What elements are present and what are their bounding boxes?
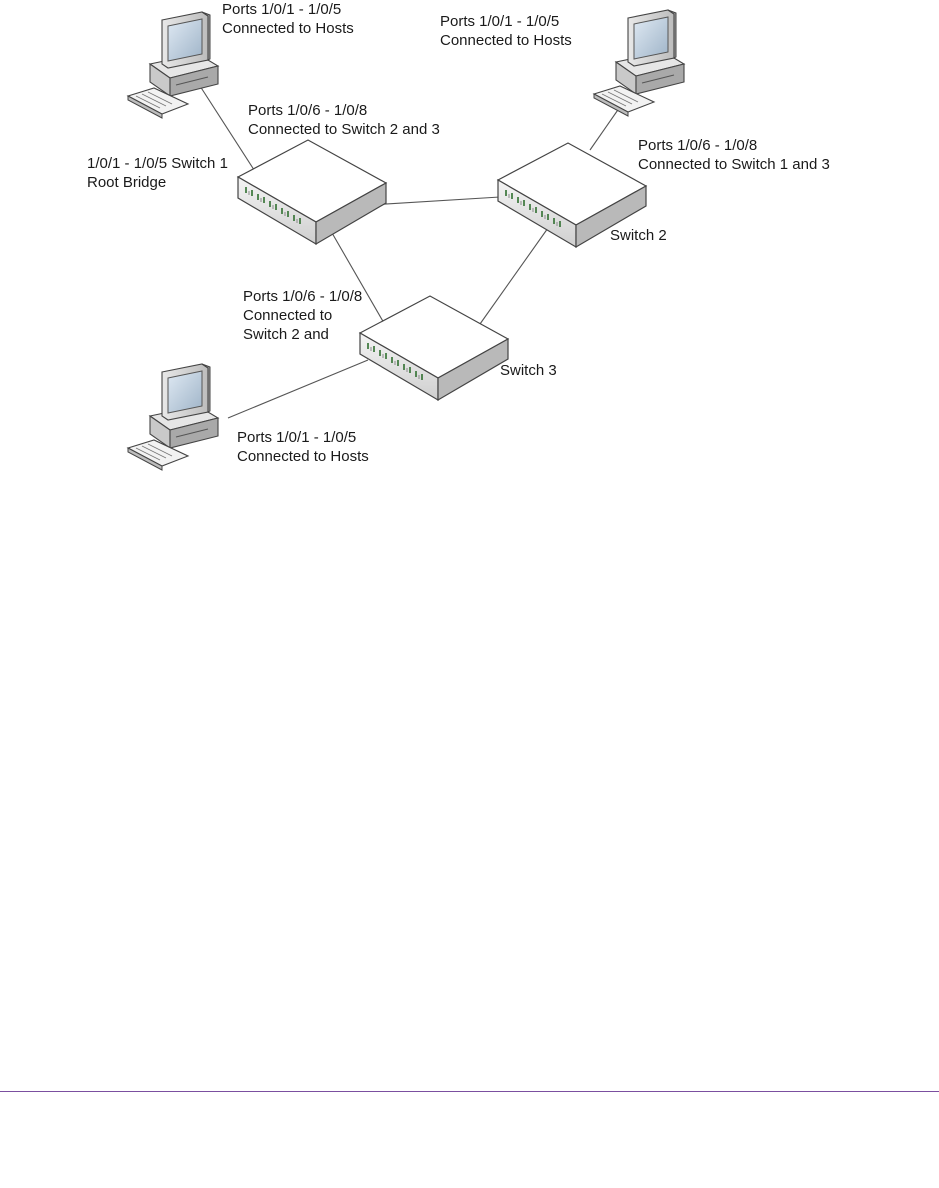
label-line: Ports 1/0/1 - 1/0/5 [237,429,357,446]
label-line: Connected to Hosts [440,32,572,49]
host-top-left-icon [127,11,219,119]
label-line: Connected to [243,307,333,324]
network-topology-diagram [127,9,685,471]
label-line: Switch 2 and [243,326,329,343]
label-line: Root Bridge [87,174,167,191]
host-bottom-left-icon [127,363,219,471]
label-line: Ports 1/0/6 - 1/0/8 [638,137,758,154]
link-host-tl-switch1 [199,85,259,177]
link-switch1-switch3 [327,225,389,331]
label-line: Connected to Hosts [237,448,369,465]
label-line: Connected to Switch 1 and 3 [638,156,830,173]
link-switch1-switch2 [369,196,501,206]
label-switch2-name: Switch 2 [610,226,667,245]
switch-3-icon [359,295,509,401]
label-line: 1/0/1 - 1/0/5 Switch 1 [87,155,228,172]
switch-1-icon [237,139,387,245]
label-line: Connected to Switch 2 and 3 [248,121,440,138]
label-line: Ports 1/0/6 - 1/0/8 [248,102,368,119]
label-switch1-ports: Ports 1/0/6 - 1/0/8 Connected to Switch … [248,101,440,139]
label-host-top-left: Ports 1/0/1 - 1/0/5 Connected to Hosts [222,0,354,38]
link-host-bl-switch3 [227,359,369,419]
host-top-right-icon [593,9,685,117]
label-host-top-right: Ports 1/0/1 - 1/0/5 Connected to Hosts [440,12,572,50]
label-line: Ports 1/0/1 - 1/0/5 [222,1,342,18]
label-switch1-name: 1/0/1 - 1/0/5 Switch 1 Root Bridge [87,154,228,192]
link-host-tr-switch2 [589,103,623,151]
footer-divider [0,1091,939,1092]
label-line: Ports 1/0/1 - 1/0/5 [440,13,560,30]
label-line: Switch 2 [610,227,667,244]
link-lines [199,85,623,419]
label-host-bottom-left: Ports 1/0/1 - 1/0/5 Connected to Hosts [237,428,369,466]
label-line: Connected to Hosts [222,20,354,37]
label-switch3-name: Switch 3 [500,361,557,380]
label-switch3-ports: Ports 1/0/6 - 1/0/8 Connected to Switch … [243,287,362,344]
label-switch2-ports: Ports 1/0/6 - 1/0/8 Connected to Switch … [638,136,830,174]
label-line: Switch 3 [500,362,557,379]
link-switch2-switch3 [479,227,549,325]
label-line: Ports 1/0/6 - 1/0/8 [243,288,363,305]
